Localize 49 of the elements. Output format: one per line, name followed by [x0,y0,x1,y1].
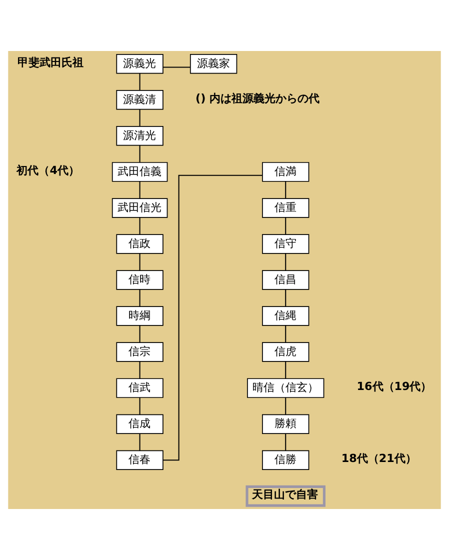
node-box: 信守 [262,234,310,254]
node-box: 信時 [116,270,164,290]
connector [163,66,190,68]
node-box: 源義清 [116,90,164,110]
connector [139,217,140,234]
connector [139,73,140,90]
node-box: 武田信義 [112,162,168,182]
connector [285,326,286,343]
connector [285,362,286,379]
connector [285,398,286,415]
connector [285,289,286,306]
node-box: 源清光 [116,126,164,146]
connector [285,181,286,198]
node-box: 信縄 [262,306,310,326]
node-box: 時綱 [116,306,164,326]
connector [139,362,140,379]
connector [139,181,140,198]
node-box: 信武 [116,378,164,398]
node-box: 信勝 [262,450,310,470]
node-box: 源義光 [116,54,164,74]
node-label: 甲斐武田氏祖 [18,56,84,69]
node-box: 勝頼 [262,414,310,434]
connector [139,326,140,343]
node-box: 信春 [116,450,164,470]
connector [285,434,286,451]
node-box: 信虎 [262,342,310,362]
node-label: 18代（21代） [341,452,416,466]
node-box: 信昌 [262,270,310,290]
node-box: 信重 [262,198,310,218]
connector [163,174,262,461]
node-box: 晴信（信玄） [247,378,324,398]
node-box: 信宗 [116,342,164,362]
connector [139,434,140,451]
connector [139,253,140,270]
node-box: 信成 [116,414,164,434]
connector [139,398,140,415]
node-box: 源義家 [190,54,238,74]
node-box: 信政 [116,234,164,254]
node-label: 初代（4代） [16,164,80,177]
connector [139,109,140,126]
connector [285,217,286,234]
node-label: 16代（19代） [356,380,432,394]
connector [285,253,286,270]
connector [139,289,140,306]
node-box: 武田信光 [112,198,168,218]
connector [139,145,140,162]
label: () 内は祖源義光からの代 [196,92,320,105]
node-box: 信満 [262,162,310,182]
node-box: 天目山で自害 [246,485,326,507]
